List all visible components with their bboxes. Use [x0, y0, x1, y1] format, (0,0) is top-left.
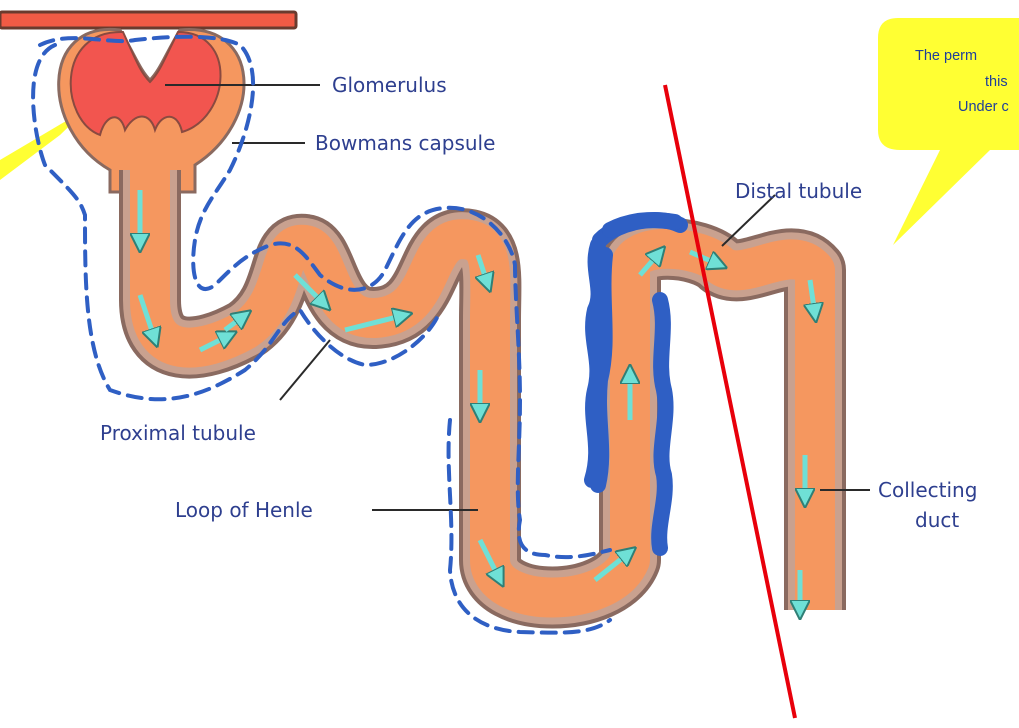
callout-text-line1: The perm: [915, 48, 977, 64]
callout-text-line2: this: [985, 74, 1008, 90]
collecting-duct-label-line2: duct: [915, 508, 959, 532]
glomerulus-label: Glomerulus: [332, 73, 447, 97]
collecting-duct-label-line1: Collecting: [878, 478, 977, 502]
bowmans-capsule-label: Bowmans capsule: [315, 131, 495, 155]
blood-vessel: [0, 12, 296, 28]
loop-of-henle-label: Loop of Henle: [175, 498, 313, 522]
callout-text-line3: Under c: [958, 99, 1009, 115]
proximal-tubule-label: Proximal tubule: [100, 421, 256, 445]
distal-tubule-label: Distal tubule: [735, 179, 862, 203]
